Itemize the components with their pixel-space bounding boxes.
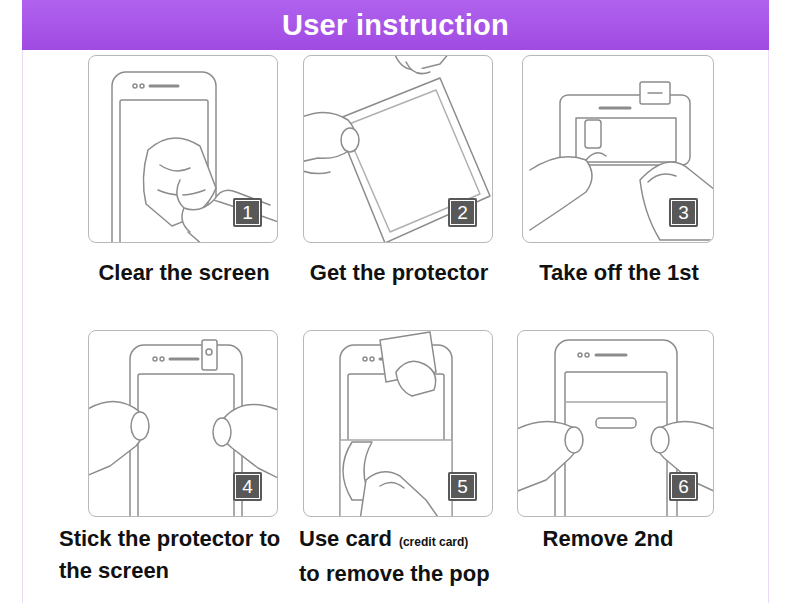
peel-second-film-sketch bbox=[566, 401, 666, 403]
protector-sketch bbox=[304, 170, 330, 174]
frame-line bbox=[22, 0, 23, 603]
peel-second-film-sketch bbox=[585, 353, 589, 357]
stick-protector-sketch bbox=[131, 412, 149, 440]
card-smooth-sketch bbox=[363, 357, 367, 361]
card-smooth-sketch bbox=[370, 357, 374, 361]
card-smooth-sketch bbox=[380, 482, 404, 488]
step-number-badge: 3 bbox=[669, 198, 698, 227]
stick-protector-sketch bbox=[202, 340, 217, 370]
stick-protector-sketch bbox=[153, 357, 157, 361]
step-number: 2 bbox=[457, 203, 468, 222]
clean-screen-sketch bbox=[150, 85, 178, 88]
clean-screen-sketch bbox=[112, 72, 277, 242]
peel-first-film-sketch bbox=[648, 92, 662, 94]
peel-first-film-sketch bbox=[600, 107, 630, 110]
caption-text: Stick the protector to the screen bbox=[59, 526, 280, 583]
stick-protector-sketch bbox=[170, 358, 198, 361]
clean-screen-sketch bbox=[182, 208, 190, 232]
step-number-badge: 1 bbox=[233, 198, 262, 227]
step-number: 1 bbox=[242, 203, 253, 222]
peel-second-film-sketch bbox=[518, 340, 713, 516]
clean-screen-sketch bbox=[177, 180, 277, 242]
peel-second-film-sketch bbox=[596, 418, 636, 428]
step-panel: Get the protector2 bbox=[303, 55, 493, 243]
peel-first-film-sketch bbox=[560, 95, 690, 165]
title-text: User instruction bbox=[282, 9, 509, 42]
step-caption: Stick the protector to the screen bbox=[59, 523, 291, 587]
frame-line bbox=[768, 0, 769, 603]
stick-protector-sketch bbox=[221, 405, 277, 478]
step-panel: Take off the 1st3 bbox=[522, 55, 714, 243]
card-smooth-sketch bbox=[340, 440, 452, 516]
protector-sketch bbox=[304, 56, 490, 242]
step-caption: Remove 2nd bbox=[508, 523, 708, 555]
peel-second-film-sketch bbox=[596, 354, 626, 357]
peel-second-film-sketch bbox=[578, 353, 582, 357]
stick-protector-sketch bbox=[89, 340, 277, 516]
step-number-badge: 5 bbox=[448, 472, 477, 501]
step-caption: Use card (credit card) to remove the pop bbox=[299, 523, 549, 590]
step-number-badge: 2 bbox=[448, 198, 477, 227]
stick-protector-sketch bbox=[160, 357, 164, 361]
step-panel: Remove 2nd6 bbox=[517, 330, 714, 517]
caption-text: Clear the screen bbox=[98, 260, 269, 285]
clean-screen-sketch bbox=[140, 84, 144, 88]
caption-text: Remove 2nd bbox=[543, 526, 674, 551]
stick-protector-sketch bbox=[130, 345, 242, 516]
peel-first-film-sketch bbox=[640, 82, 670, 104]
caption-text: (credit card) bbox=[399, 535, 468, 549]
caption-text: Use card bbox=[299, 526, 392, 551]
stick-protector-sketch bbox=[206, 349, 212, 355]
peel-second-film-sketch bbox=[651, 427, 669, 453]
peel-first-film-sketch bbox=[648, 174, 676, 182]
caption-text: Get the protector bbox=[310, 260, 488, 285]
step-caption: Clear the screen bbox=[59, 257, 309, 289]
step-number: 4 bbox=[242, 477, 253, 496]
peel-first-film-sketch bbox=[530, 157, 592, 230]
peel-second-film-sketch bbox=[555, 340, 677, 516]
sketch-part bbox=[86, 52, 716, 540]
peel-first-film-sketch bbox=[586, 153, 606, 160]
card-smooth-sketch bbox=[396, 361, 436, 396]
step-number: 3 bbox=[678, 203, 689, 222]
caption-text: Take off the 1st bbox=[539, 260, 699, 285]
step-panel: Use card(credit card)to remove the pop5 bbox=[303, 330, 493, 517]
protector-sketch bbox=[394, 56, 450, 70]
protector-sketch bbox=[344, 90, 480, 232]
peel-second-film-sketch bbox=[565, 427, 583, 453]
title-banner: User instruction bbox=[22, 0, 769, 50]
stick-protector-sketch bbox=[138, 374, 234, 516]
stick-protector-sketch bbox=[213, 418, 231, 446]
card-smooth-sketch bbox=[360, 472, 440, 516]
peel-first-film-sketch bbox=[530, 82, 713, 240]
peel-first-film-sketch bbox=[640, 162, 713, 240]
peel-first-film-sketch bbox=[585, 120, 601, 148]
card-smooth-sketch bbox=[340, 332, 452, 516]
protector-sketch bbox=[335, 78, 490, 242]
peel-first-film-sketch bbox=[576, 118, 676, 162]
step-caption: Get the protector bbox=[274, 257, 524, 289]
step-panel: Clear the screen1 bbox=[88, 55, 278, 243]
step-number: 6 bbox=[678, 477, 689, 496]
protector-sketch bbox=[341, 128, 359, 152]
protector-sketch bbox=[406, 62, 430, 74]
step-number-badge: 4 bbox=[233, 472, 262, 501]
step-number-badge: 6 bbox=[669, 472, 698, 501]
step-number: 5 bbox=[457, 477, 468, 496]
step-caption: Take off the 1st bbox=[493, 257, 745, 289]
step-panel: Stick the protector to the screen4 bbox=[88, 330, 278, 517]
caption-text: to remove the pop bbox=[299, 558, 549, 590]
clean-screen-sketch bbox=[133, 84, 137, 88]
